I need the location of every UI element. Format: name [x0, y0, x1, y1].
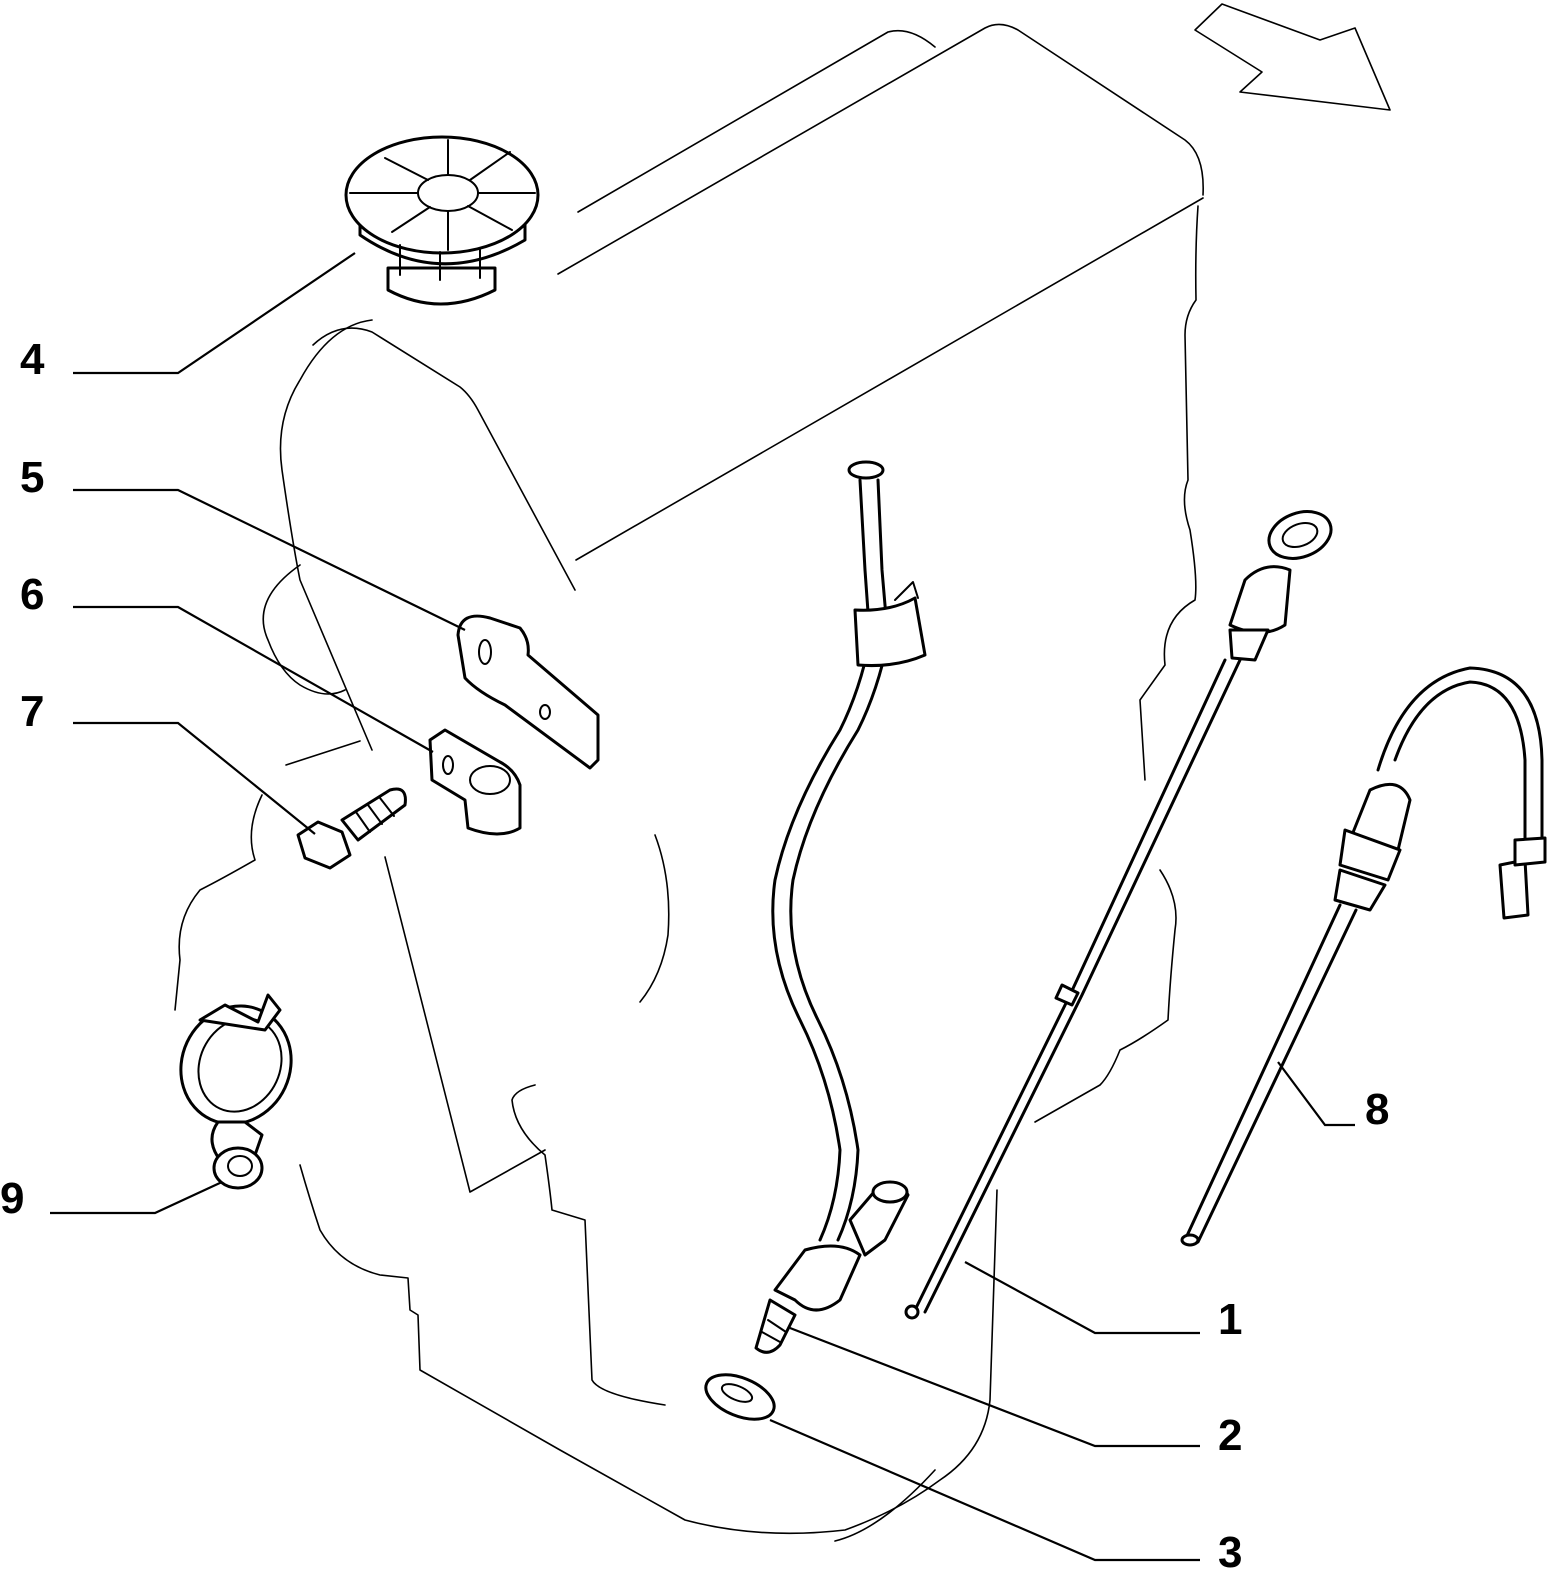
- callout-6: 6: [20, 570, 44, 619]
- leader-line-2: [789, 1326, 1200, 1448]
- leader-line-9: [50, 1181, 223, 1215]
- callout-9: 9: [0, 1174, 24, 1223]
- bolt-part: [296, 787, 407, 870]
- engine-block-outline: [174, 23, 1204, 1542]
- bracket-part: [456, 614, 600, 770]
- leader-line-8: [1277, 1061, 1355, 1127]
- leader-lines: [50, 252, 1355, 1562]
- direction-arrow-icon: [1194, 3, 1391, 111]
- callout-7: 7: [20, 687, 44, 736]
- callout-2: 2: [1218, 1411, 1242, 1460]
- oil-filler-cap: [344, 135, 540, 306]
- leader-line-1: [964, 1261, 1200, 1335]
- p-clip-part: [428, 728, 522, 836]
- dipstick-part: [904, 510, 1333, 1320]
- callout-1: 1: [1218, 1295, 1242, 1344]
- washer-part: [704, 1373, 776, 1421]
- leader-line-5: [73, 488, 466, 631]
- leader-line-4: [73, 252, 356, 375]
- callout-numbers: 4 5 6 7 9 8 1 2 3: [0, 335, 1389, 1577]
- leader-line-7: [73, 721, 316, 835]
- callout-3: 3: [1218, 1528, 1242, 1577]
- leader-line-3: [769, 1418, 1200, 1562]
- sensor-dipstick-part: [1180, 666, 1547, 1247]
- callout-4: 4: [20, 335, 45, 384]
- leader-line-6: [73, 605, 434, 753]
- callout-5: 5: [20, 453, 44, 502]
- callout-8: 8: [1365, 1085, 1389, 1134]
- hose-clamp-part: [179, 993, 293, 1190]
- dipstick-tube-part: [754, 460, 927, 1354]
